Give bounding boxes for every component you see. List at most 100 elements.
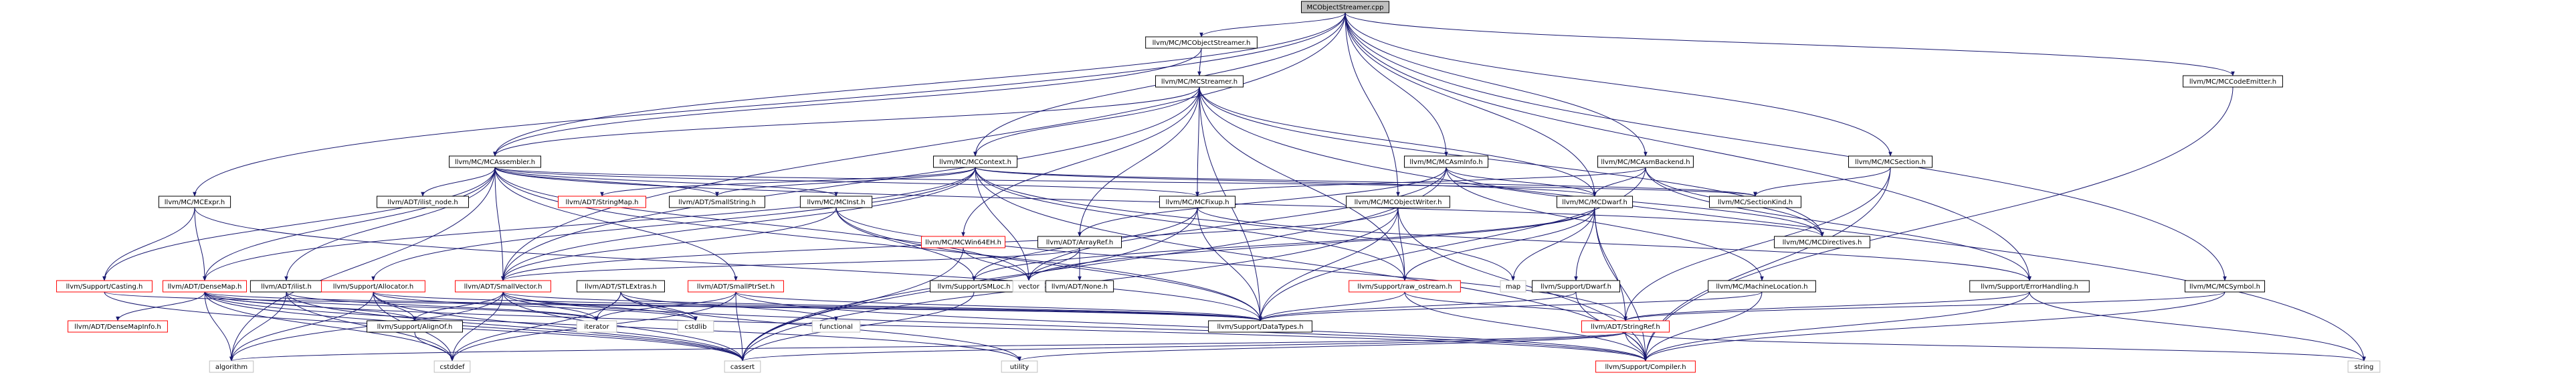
- node-raw-ostream-h[interactable]: llvm/Support/raw_ostream.h: [1349, 280, 1461, 293]
- node-mcasminfo-h[interactable]: llvm/MC/MCAsmInfo.h: [1403, 155, 1489, 168]
- node-datatypes-h[interactable]: llvm/Support/DataTypes.h: [1208, 320, 1312, 333]
- edge-mcdwarf_h-to-map: [1511, 207, 1595, 281]
- node-box: [1045, 280, 1114, 293]
- edge-smallvector_h-to-cstddef: [450, 291, 504, 362]
- node-label: llvm/ADT/ilist.h: [261, 283, 312, 291]
- node-label: cassert: [730, 364, 755, 371]
- edge-allocator_h-to-datatypes_h: [373, 291, 1262, 321]
- node-compiler-h[interactable]: llvm/Support/Compiler.h: [1595, 360, 1696, 373]
- edge-smallvector_h-to-iterator: [502, 291, 599, 321]
- node-none-h[interactable]: llvm/ADT/None.h: [1045, 280, 1114, 293]
- node-errorhandling-h[interactable]: llvm/Support/ErrorHandling.h: [1969, 280, 2090, 293]
- node-label: llvm/MC/MCContext.h: [939, 159, 1011, 166]
- edge-mcsection_h-to-mcsectionkind_h: [1753, 167, 1891, 197]
- edge-mcassembler_h-to-vector: [494, 167, 1031, 281]
- node-mcdwarf-h[interactable]: llvm/MC/MCDwarf.h: [1556, 196, 1633, 208]
- edge-mcassembler_h-to-mcdirectives_h: [494, 167, 1824, 237]
- node-mcobjectstreamer-h[interactable]: llvm/MC/MCObjectStreamer.h: [1145, 36, 1258, 49]
- node-label: llvm/ADT/STLExtras.h: [585, 283, 657, 291]
- edge-mcobjectstreamer_h-to-mcstreamer_h: [1197, 48, 1202, 76]
- node-machinelocation-h[interactable]: llvm/MC/MachineLocation.h: [1708, 280, 1816, 293]
- node-box: [56, 280, 153, 293]
- node-mcwin64eh-h[interactable]: llvm/MC/MCWin64EH.h: [920, 236, 1006, 248]
- node-dwarf-h[interactable]: llvm/Support/Dwarf.h: [1532, 280, 1620, 293]
- node-ilist-node-h[interactable]: llvm/ADT/ilist_node.h: [377, 196, 469, 208]
- edge-stringref_h-to-string: [1625, 331, 2366, 362]
- node-mcstreamer-h[interactable]: llvm/MC/MCStreamer.h: [1155, 75, 1244, 88]
- node-box: [367, 320, 463, 333]
- node-mcobjectwriter-h[interactable]: llvm/MC/MCObjectWriter.h: [1346, 196, 1450, 208]
- edge-densemap_h-to-cassert: [204, 291, 745, 362]
- edge-mcobjectwriter_h-to-raw_ostream_h: [1397, 207, 1407, 281]
- node-stringmap-h[interactable]: llvm/ADT/StringMap.h: [558, 196, 646, 208]
- node-alignof-h[interactable]: llvm/Support/AlignOf.h: [367, 320, 463, 333]
- node-densemap-h[interactable]: llvm/ADT/DenseMap.h: [162, 280, 247, 293]
- node-label: llvm/MC/MCAsmBackend.h: [1601, 159, 1690, 166]
- node-label: llvm/MC/MCObjectWriter.h: [1355, 199, 1442, 206]
- node-box: [2183, 75, 2283, 88]
- node-mccontext-h[interactable]: llvm/MC/MCContext.h: [932, 155, 1018, 168]
- node-densemapinfo-h[interactable]: llvm/ADT/DenseMapInfo.h: [68, 320, 168, 333]
- node-mcsymbol-h[interactable]: llvm/MC/MCSymbol.h: [2184, 280, 2266, 293]
- node-label: cstdlib: [685, 323, 707, 331]
- edge-mcexpr_h-to-casting_h: [102, 207, 195, 281]
- edge-mccontext_h-to-smallvector_h: [501, 167, 976, 281]
- node-algorithm: algorithm: [209, 360, 254, 373]
- edge-mcdwarf_h-to-vector: [1027, 207, 1595, 281]
- edge-raw_ostream_h-to-datatypes_h: [1258, 291, 1405, 321]
- edge-alignof_h-to-cstddef: [414, 331, 454, 362]
- node-label: llvm/ADT/DenseMapInfo.h: [74, 323, 161, 331]
- node-mcdirectives-h[interactable]: llvm/MC/MCDirectives.h: [1774, 236, 1870, 248]
- node-label: llvm/MC/MCSymbol.h: [2189, 283, 2260, 291]
- node-arrayref-h[interactable]: llvm/ADT/ArrayRef.h: [1037, 236, 1122, 248]
- node-box: [158, 196, 231, 208]
- node-mccodeemitter-h[interactable]: llvm/MC/MCCodeEmitter.h: [2183, 75, 2283, 88]
- edge-mcstreamer_h-to-mcassembler_h: [493, 86, 1200, 157]
- edge-densemap_h-to-algorithm: [204, 291, 233, 362]
- node-box: [688, 280, 784, 293]
- node-box: [1709, 196, 1801, 208]
- node-mcasmbackend-h[interactable]: llvm/MC/MCAsmBackend.h: [1597, 155, 1694, 168]
- node-mcsection-h[interactable]: llvm/MC/MCSection.h: [1848, 155, 1933, 168]
- node-smallptrset-h[interactable]: llvm/ADT/SmallPtrSet.h: [688, 280, 784, 293]
- node-label: llvm/MC/MCExpr.h: [165, 199, 225, 206]
- node-ilist-h[interactable]: llvm/ADT/ilist.h: [250, 280, 323, 293]
- edge-mcassembler_h-to-datatypes_h: [494, 167, 1262, 321]
- edge-root-to-mcasmbackend_h: [1345, 12, 1648, 157]
- node-mcexpr-h[interactable]: llvm/MC/MCExpr.h: [158, 196, 231, 208]
- node-smallvector-h[interactable]: llvm/ADT/SmallVector.h: [455, 280, 551, 293]
- edge-stlextras_h-to-cstdlib: [620, 291, 698, 321]
- node-label: llvm/Support/raw_ostream.h: [1357, 283, 1452, 291]
- node-label: iterator: [584, 323, 609, 331]
- node-mcfixup-h[interactable]: llvm/MC/MCFixup.h: [1159, 196, 1236, 208]
- node-smallstring-h[interactable]: llvm/ADT/SmallString.h: [669, 196, 765, 208]
- node-box: [1159, 196, 1236, 208]
- node-allocator-h[interactable]: llvm/Support/Allocator.h: [321, 280, 425, 293]
- edge-mcassembler_h-to-mcsectionkind_h: [494, 167, 1757, 197]
- edge-mcassembler_h-to-densemap_h: [203, 167, 496, 281]
- node-label: llvm/MC/MachineLocation.h: [1716, 283, 1807, 291]
- edge-mccontext_h-to-densemap_h: [203, 167, 976, 281]
- edge-mcsymbol_h-to-stringref_h: [1623, 291, 2225, 321]
- node-box: [1155, 75, 1244, 88]
- node-label: llvm/ADT/DenseMap.h: [168, 283, 242, 291]
- edge-dwarf_h-to-datatypes_h: [1258, 291, 1577, 321]
- node-stlextras-h[interactable]: llvm/ADT/STLExtras.h: [577, 280, 665, 293]
- node-box: [1012, 280, 1046, 293]
- node-mcinst-h[interactable]: llvm/MC/MCInst.h: [799, 196, 873, 208]
- node-mcassembler-h[interactable]: llvm/MC/MCAssembler.h: [449, 155, 541, 168]
- node-label: llvm/MC/MCDwarf.h: [1562, 199, 1627, 206]
- node-label: llvm/Support/ErrorHandling.h: [1981, 283, 2078, 291]
- node-mcsectionkind-h[interactable]: llvm/MC/SectionKind.h: [1709, 196, 1801, 208]
- node-label: string: [2355, 364, 2374, 371]
- node-smloc-h[interactable]: llvm/Support/SMLoc.h: [930, 280, 1018, 293]
- node-root: MCObjectStreamer.cpp: [1301, 1, 1389, 13]
- node-stringref-h[interactable]: llvm/ADT/StringRef.h: [1581, 320, 1670, 333]
- node-label: llvm/MC/MCObjectStreamer.h: [1153, 40, 1251, 47]
- edge-stringref_h-to-algorithm: [229, 331, 1626, 362]
- node-casting-h[interactable]: llvm/Support/Casting.h: [56, 280, 153, 293]
- node-box: [724, 360, 761, 373]
- node-box: [1556, 196, 1633, 208]
- edge-mcassembler_h-to-smallstring_h: [494, 167, 719, 197]
